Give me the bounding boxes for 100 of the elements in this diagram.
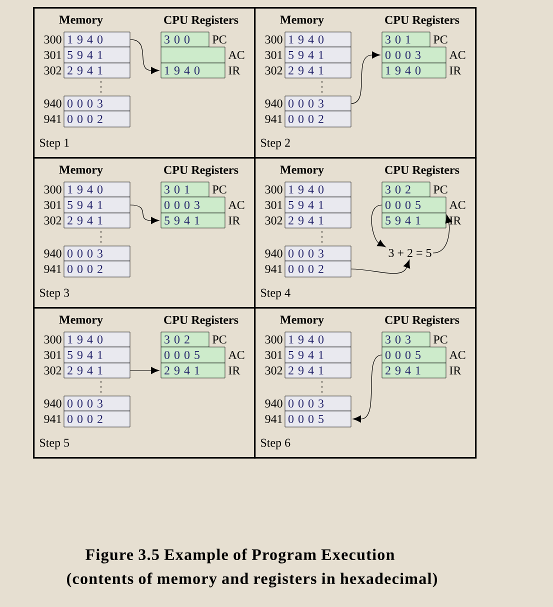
step-label: Step 2 bbox=[261, 138, 290, 150]
register-name: IR bbox=[450, 66, 462, 74]
register-name: IR bbox=[228, 66, 240, 74]
memory-cell: 2 9 4 1 bbox=[284, 62, 352, 78]
register-box: 2 9 4 1 bbox=[382, 362, 446, 378]
address-label: 301 bbox=[44, 350, 62, 360]
memory-cell: 5 9 4 1 bbox=[284, 46, 352, 64]
address-label: 300 bbox=[265, 35, 282, 44]
figure-caption: Figure 3.5 Example of Program Execution bbox=[86, 548, 394, 564]
memory-cell: 0 0 0 2 bbox=[64, 410, 130, 428]
address-label: 940 bbox=[44, 249, 62, 258]
memory-cell: 1 9 4 0 bbox=[284, 332, 352, 348]
arrow bbox=[432, 214, 452, 254]
step-label: Step 6 bbox=[261, 438, 290, 450]
memory-cell: 5 9 4 1 bbox=[64, 346, 130, 364]
register-box: 3 0 1 bbox=[160, 182, 210, 198]
address-label: 302 bbox=[44, 66, 62, 75]
arrow bbox=[350, 260, 410, 274]
register-box: 1 9 4 0 bbox=[160, 62, 226, 78]
register-name: IR bbox=[228, 216, 240, 224]
register-box: 3 0 0 bbox=[160, 32, 210, 48]
address-label: 941 bbox=[44, 264, 62, 274]
address-label: 301 bbox=[265, 350, 282, 360]
address-label: 302 bbox=[44, 216, 62, 225]
step-label: Step 3 bbox=[40, 288, 70, 300]
register-box: 5 9 4 1 bbox=[382, 212, 446, 228]
arrow bbox=[350, 52, 380, 104]
register-name: PC bbox=[434, 35, 448, 44]
step-label: Step 1 bbox=[40, 138, 69, 150]
register-name: PC bbox=[212, 335, 226, 344]
register-name: AC bbox=[449, 50, 466, 60]
address-label: 302 bbox=[44, 366, 62, 375]
memory-cell: 2 9 4 1 bbox=[284, 212, 352, 228]
register-name: PC bbox=[434, 185, 448, 194]
memory-cell: 1 9 4 0 bbox=[64, 32, 130, 48]
address-label: 941 bbox=[265, 414, 282, 424]
register-box: 1 9 4 0 bbox=[382, 62, 446, 78]
column-heading: CPU Registers bbox=[385, 166, 460, 176]
memory-cell: 1 9 4 0 bbox=[64, 332, 130, 348]
address-label: 301 bbox=[265, 50, 282, 60]
memory-cell: 1 9 4 0 bbox=[284, 182, 352, 198]
register-name: IR bbox=[450, 216, 462, 224]
caption-note: (contents of memory and registers in hexadecimal) bbox=[67, 572, 437, 588]
address-label: 940 bbox=[44, 99, 62, 108]
memory-cell: 5 9 4 1 bbox=[284, 196, 352, 214]
register-name: IR bbox=[228, 366, 240, 374]
register-name: AC bbox=[228, 200, 244, 210]
register-box: 0 0 0 5 bbox=[160, 346, 226, 364]
address-label: 300 bbox=[44, 335, 62, 344]
column-heading: CPU Registers bbox=[164, 316, 238, 326]
column-heading: Memory bbox=[280, 166, 324, 176]
register-box: 0 0 0 5 bbox=[382, 346, 446, 364]
register-name: PC bbox=[434, 335, 448, 344]
register-name: PC bbox=[212, 185, 226, 194]
address-label: 302 bbox=[265, 366, 282, 375]
register-box: 0 0 0 3 bbox=[160, 196, 226, 214]
memory-cell: 0 0 0 3 bbox=[64, 246, 130, 262]
column-heading: Memory bbox=[59, 166, 103, 176]
register-box: 3 0 2 bbox=[382, 182, 430, 198]
register-box: 0 0 0 5 bbox=[382, 196, 446, 214]
column-heading: Memory bbox=[59, 316, 103, 326]
arrow bbox=[130, 367, 160, 374]
address-label: 302 bbox=[265, 216, 282, 225]
memory-cell: 0 0 0 3 bbox=[64, 96, 130, 112]
register-box: 3 0 1 bbox=[382, 32, 430, 48]
column-heading: Memory bbox=[59, 16, 103, 26]
register-box: 0 0 0 3 bbox=[382, 46, 446, 64]
arrow bbox=[352, 354, 382, 422]
arrow bbox=[130, 39, 160, 74]
register-name: IR bbox=[450, 366, 462, 374]
arrow bbox=[130, 204, 160, 224]
address-label: 300 bbox=[265, 335, 282, 344]
address-label: 941 bbox=[265, 114, 282, 124]
address-label: 300 bbox=[265, 185, 282, 194]
memory-cell: 0 0 0 2 bbox=[64, 260, 130, 278]
memory-cell: 0 0 0 2 bbox=[64, 110, 130, 128]
memory-cell: 2 9 4 1 bbox=[64, 62, 130, 78]
address-label: 301 bbox=[44, 200, 62, 210]
sum-text: 3 + 2 = 5 bbox=[388, 248, 432, 258]
memory-cell: 0 0 0 2 bbox=[284, 110, 352, 128]
column-heading: Memory bbox=[280, 316, 324, 326]
column-heading: CPU Registers bbox=[385, 16, 460, 26]
address-label: 941 bbox=[265, 264, 282, 274]
memory-cell: 5 9 4 1 bbox=[64, 46, 130, 64]
register-box: 3 0 2 bbox=[160, 332, 210, 348]
register-box: 3 0 3 bbox=[382, 332, 430, 348]
register-name: AC bbox=[449, 200, 466, 210]
address-label: 941 bbox=[44, 114, 62, 124]
address-label: 940 bbox=[265, 99, 282, 108]
memory-cell: 5 9 4 1 bbox=[64, 196, 130, 214]
address-label: 300 bbox=[44, 185, 62, 194]
memory-cell: 0 0 0 2 bbox=[284, 260, 352, 278]
register-name: PC bbox=[212, 35, 226, 44]
step-label: Step 5 bbox=[40, 438, 70, 450]
address-label: 300 bbox=[44, 35, 62, 44]
address-label: 302 bbox=[265, 66, 282, 75]
column-heading: CPU Registers bbox=[385, 316, 460, 326]
address-label: 940 bbox=[44, 399, 62, 408]
memory-cell: 0 0 0 5 bbox=[284, 410, 352, 428]
memory-cell: 0 0 0 3 bbox=[284, 246, 352, 262]
